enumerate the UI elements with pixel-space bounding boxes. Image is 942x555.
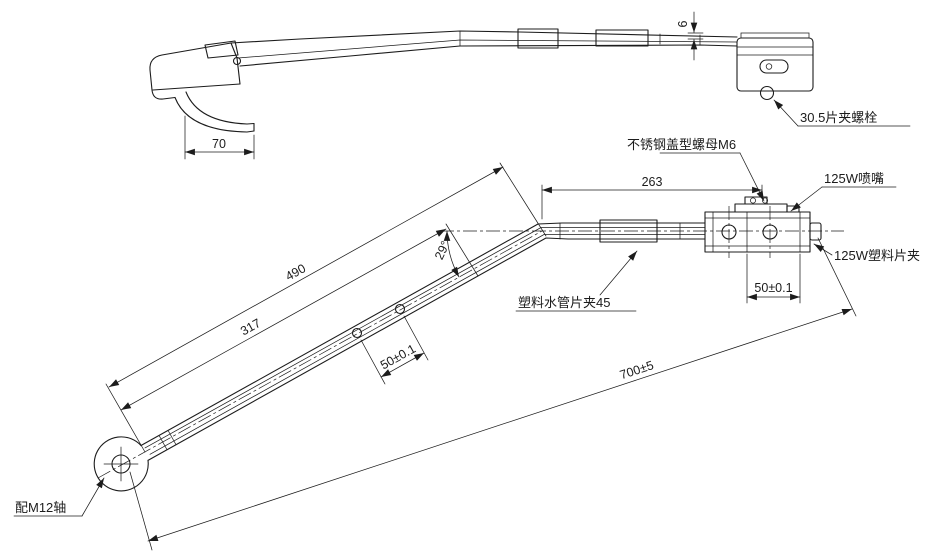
shaft-label: 配M12轴	[15, 500, 66, 515]
dim-263-text: 263	[642, 175, 663, 189]
clip-bolt-label: 30.5片夹螺栓	[800, 110, 877, 125]
centerlines	[97, 206, 844, 482]
nozzle-label: 125W喷嘴	[824, 171, 884, 186]
arm-clip	[595, 29, 649, 47]
pivot-screw	[232, 56, 242, 66]
dim-50-clamp-text: 50±0.1	[754, 281, 792, 295]
callout-plastic-clip: 125W塑料片夹	[813, 243, 920, 263]
dimension-50-clamp: 50±0.1	[746, 253, 801, 304]
dimension-263: 263	[541, 175, 763, 220]
nozzle-body	[744, 196, 768, 205]
dim-70-text: 70	[212, 137, 226, 151]
top-view: 70 6 30.5片夹螺栓	[149, 11, 911, 160]
dim-6-text: 6	[676, 20, 690, 27]
dim-490-text: 490	[283, 261, 308, 283]
nozzle-base	[734, 203, 788, 213]
dimension-490: 490	[105, 162, 547, 453]
hook-inner	[185, 91, 255, 125]
dimension-6: 6	[676, 11, 704, 61]
dim-700-text: 700±5	[618, 358, 655, 382]
end-clamp-assembly	[704, 196, 822, 253]
cap-nut	[750, 197, 756, 204]
water-pipe-clip	[599, 219, 658, 243]
pivot-hole	[111, 454, 131, 474]
clamp-block	[736, 37, 814, 92]
callout-clip-bolt: 30.5片夹螺栓	[773, 99, 911, 127]
callout-cap-nut: 不锈钢盖型螺母M6	[627, 137, 765, 202]
callout-shaft: 配M12轴	[13, 477, 105, 517]
dim-317-text: 317	[238, 316, 263, 338]
hook-outer	[174, 96, 255, 133]
dimension-70: 70	[184, 115, 255, 160]
dimension-317: 317	[120, 223, 479, 411]
wiper-arm-side-profile	[149, 28, 814, 133]
wiper-arm-plan	[93, 196, 822, 492]
dim-angle-text: 29°	[432, 239, 453, 262]
callout-pipe-clip: 塑料水管片夹45	[515, 250, 638, 312]
clip-bolt	[759, 85, 775, 101]
arm-clip	[517, 28, 559, 49]
plastic-clip-label: 125W塑料片夹	[834, 248, 920, 263]
arm-tip	[809, 222, 822, 241]
callout-nozzle: 125W喷嘴	[790, 171, 897, 212]
cap-nut-label: 不锈钢盖型螺母M6	[627, 137, 736, 152]
pipe-clip-label: 塑料水管片夹45	[518, 295, 610, 310]
pivot-end	[93, 436, 149, 492]
bottom-view: 263 490 317 29° 50±0.1	[13, 137, 920, 551]
